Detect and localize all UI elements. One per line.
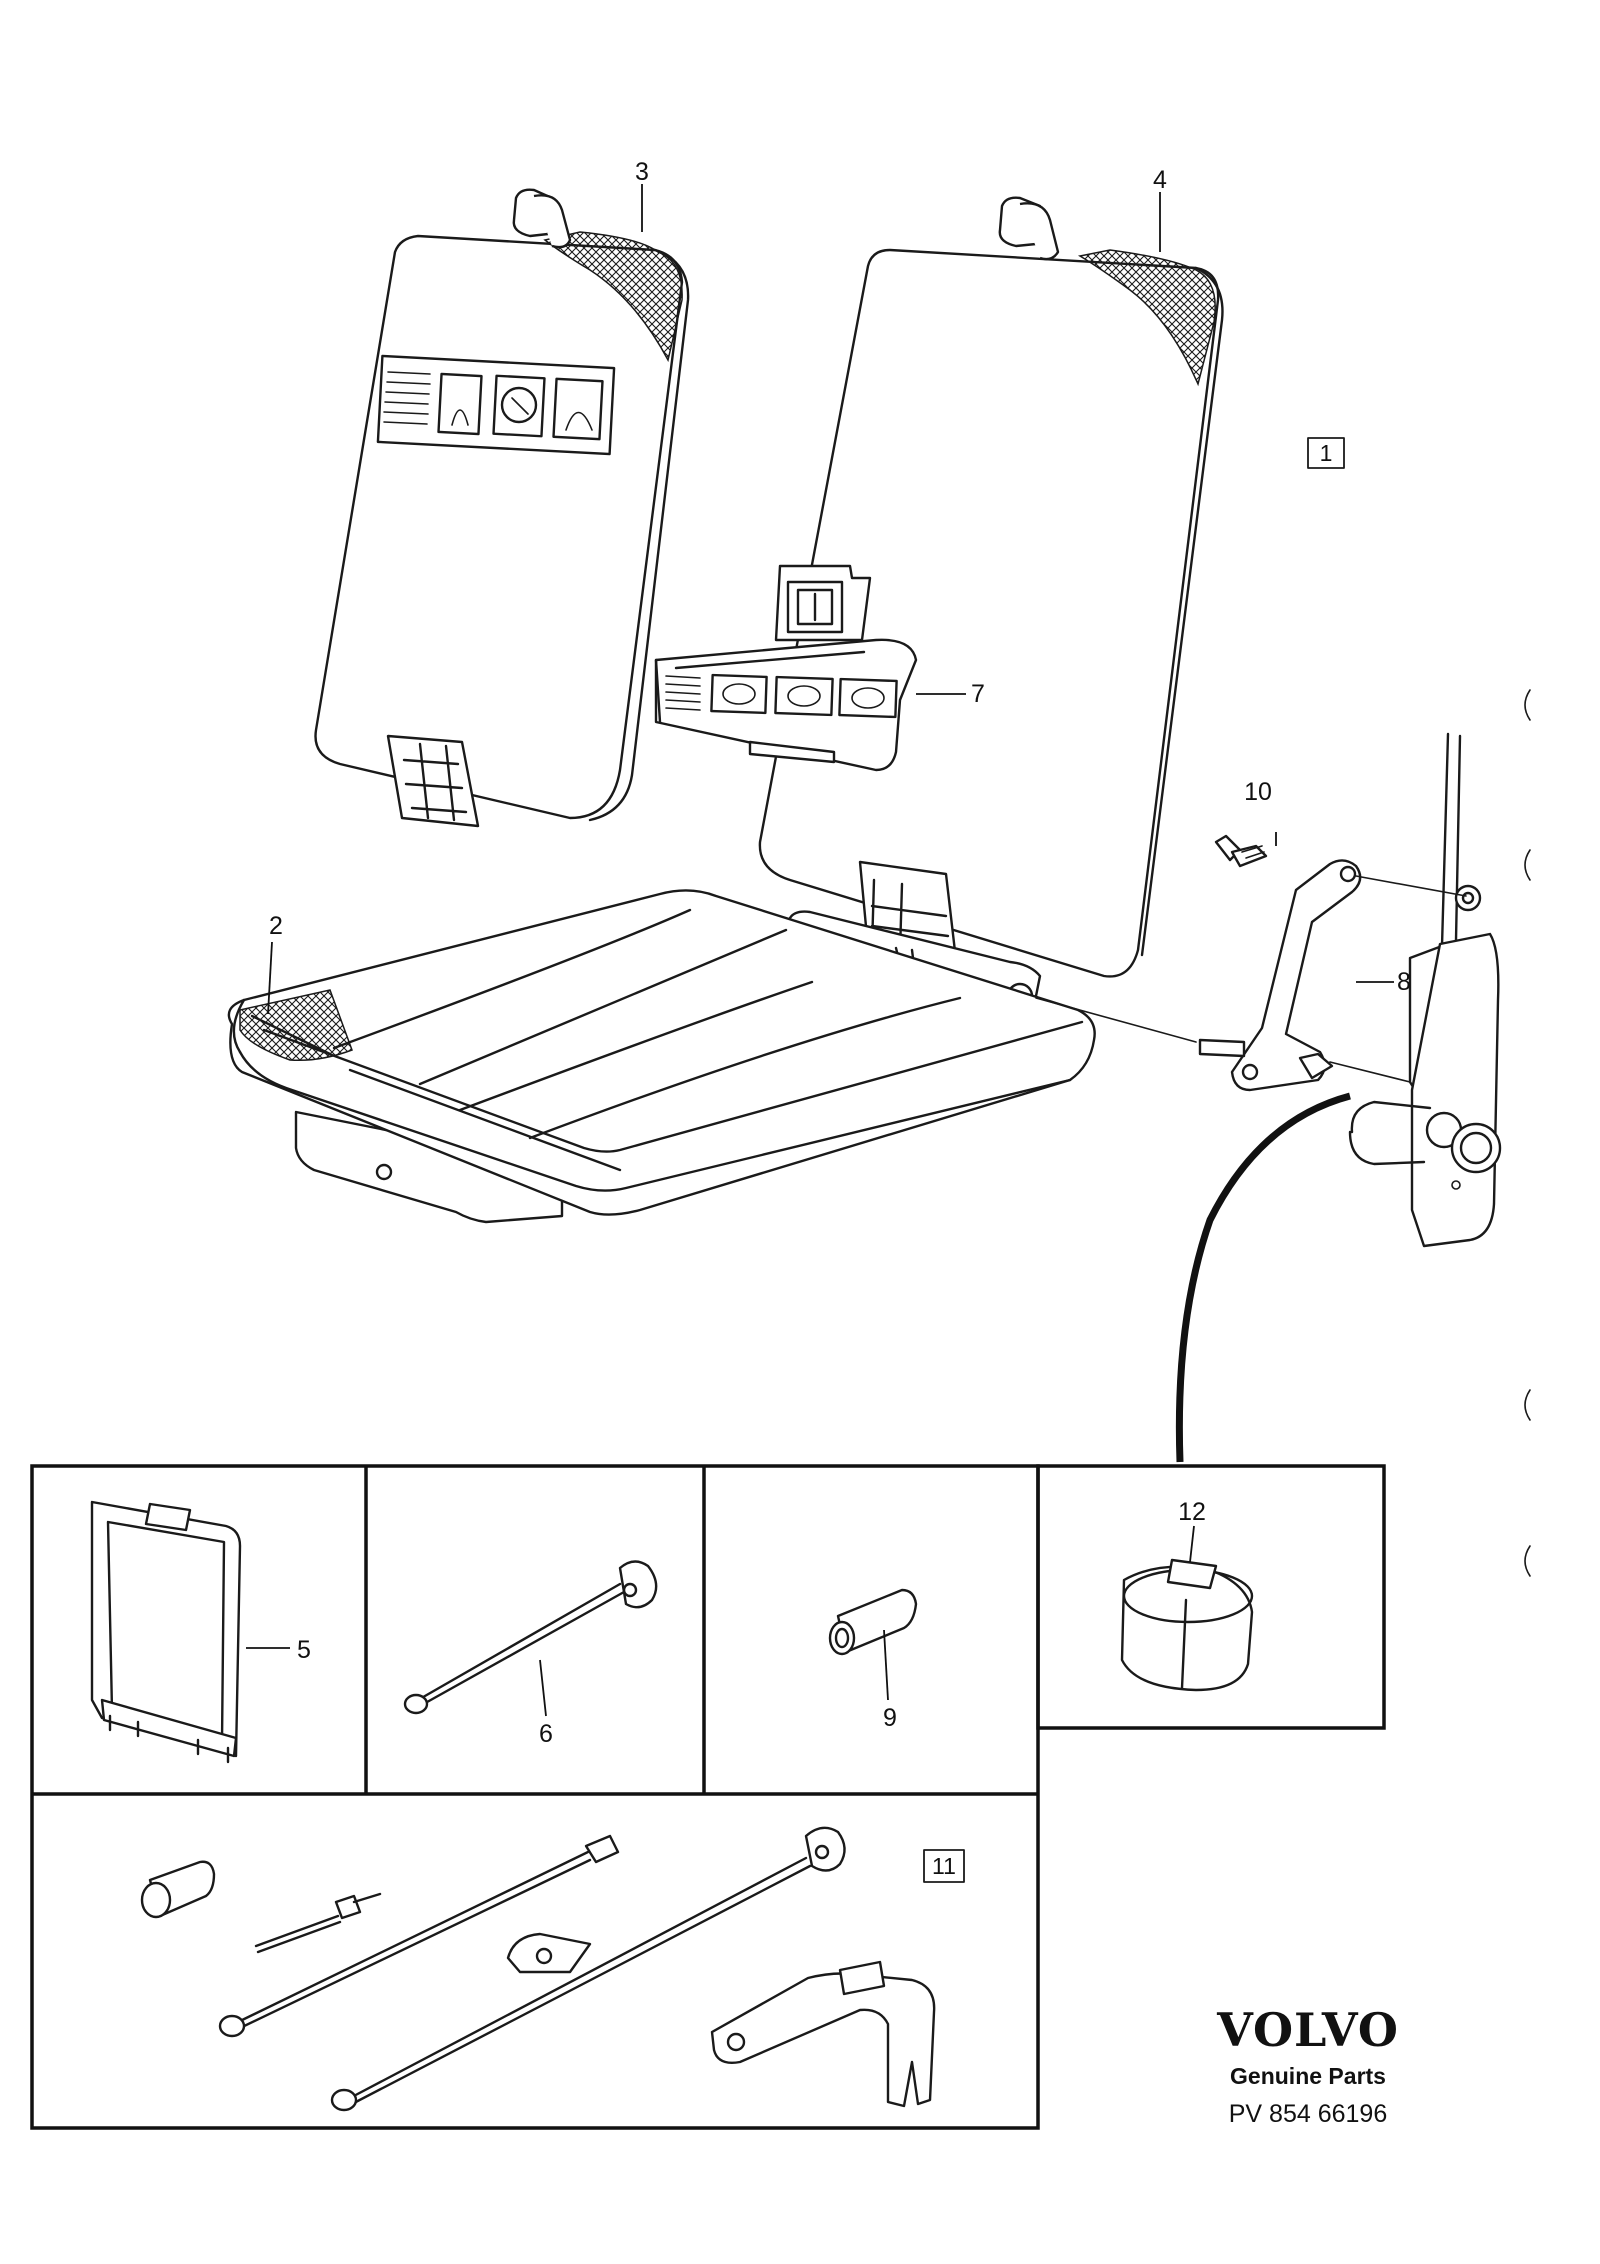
- leader-lines: [246, 184, 1394, 1717]
- callout-11: 11: [932, 1853, 956, 1879]
- brand-tagline: Genuine Parts: [1230, 2063, 1386, 2089]
- seat-back-left: [314, 188, 690, 828]
- bolt-10: [1214, 834, 1268, 868]
- callout-8: 8: [1397, 968, 1411, 996]
- margin-marks: [1524, 689, 1531, 1577]
- part-9-bushing: [828, 1588, 918, 1656]
- part-6-rod: [403, 1560, 658, 1715]
- side-frame: [1348, 732, 1502, 1248]
- seat-cushion: [227, 889, 1096, 1224]
- part-5-frame: [90, 1500, 242, 1764]
- volvo-logo: VOLVO: [1216, 2003, 1399, 2057]
- callout-6: 6: [539, 1720, 553, 1748]
- callout-3: 3: [635, 158, 649, 186]
- part-reference: PV 854 66196: [1229, 2100, 1387, 2128]
- callout-1: 1: [1320, 440, 1333, 466]
- callout-2: 2: [269, 912, 283, 940]
- bracket-8: [1198, 859, 1362, 1092]
- brand-block: VOLVO Genuine Parts PV 854 66196: [1216, 2003, 1399, 2128]
- seat-back-right: [758, 196, 1224, 978]
- callout-7: 7: [971, 680, 985, 708]
- console-panel-7: [654, 564, 918, 772]
- callout-5: 5: [297, 1636, 311, 1664]
- detail-frames: [30, 1464, 1386, 2130]
- callout-10: 10: [1244, 778, 1272, 806]
- callout-9: 9: [883, 1704, 897, 1732]
- callout-4: 4: [1153, 166, 1167, 194]
- cable: [1175, 1092, 1351, 1463]
- callout-12: 12: [1178, 1498, 1206, 1526]
- callout-labels: 1 2 3 4 5 6 7 8 9 10 11 12: [269, 158, 1411, 1883]
- part-11-kit: [140, 1826, 936, 2112]
- part-12-clip: [1120, 1558, 1254, 1692]
